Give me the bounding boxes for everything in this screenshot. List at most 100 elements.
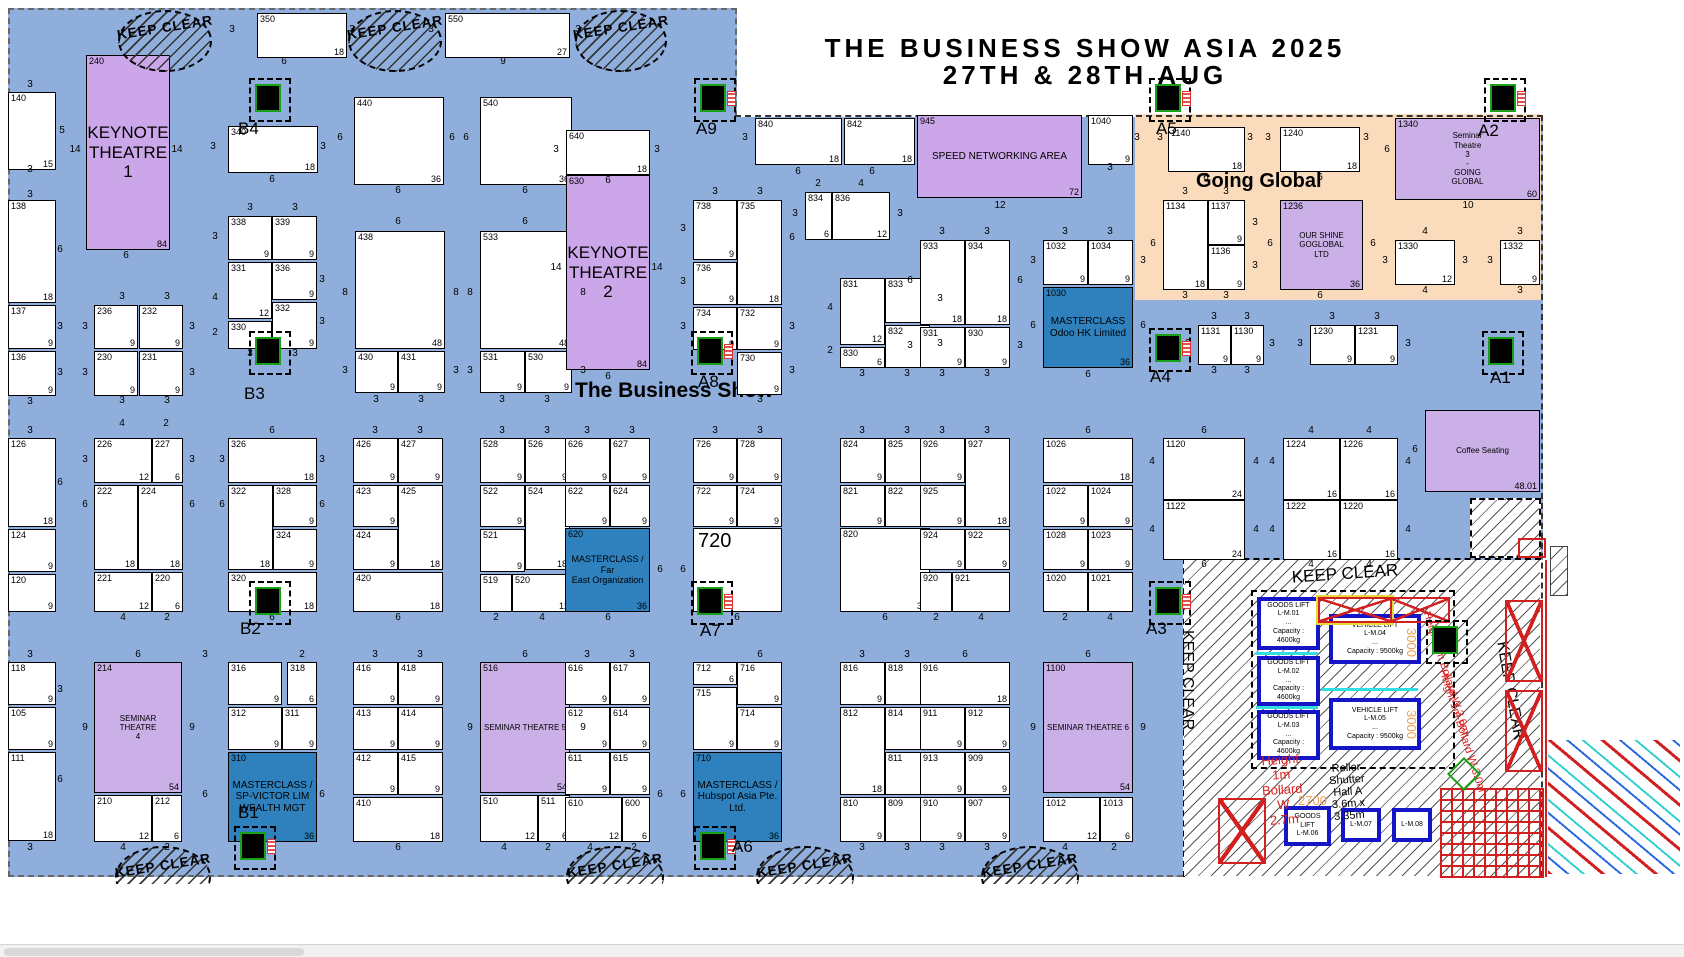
booth-area-value: 9 — [1124, 516, 1130, 526]
scrollbar-thumb[interactable] — [4, 948, 304, 956]
booth-area-value: 12 — [258, 308, 269, 318]
dimension-label: 6 — [1201, 559, 1207, 570]
booth-number: 212 — [155, 796, 171, 806]
dimension-label: 6 — [82, 499, 88, 510]
dimension-label: 3 — [1182, 186, 1188, 197]
dimension-label: 4 — [1062, 842, 1068, 853]
dimension-label: 4 — [1422, 285, 1428, 296]
booth-number: 615 — [613, 753, 629, 763]
dimension-label: 3 — [164, 395, 170, 406]
booth-area-value: 18 — [828, 154, 839, 164]
booth-area-value: 6 — [876, 357, 882, 367]
dimension-label: 3 — [1363, 132, 1369, 143]
dimension-label: 3 — [789, 321, 795, 332]
dimension-label: 6 — [1317, 172, 1323, 183]
booth-area-value: 18 — [636, 164, 647, 174]
dimension-label: 3 — [580, 365, 586, 376]
booth-number: 1136 — [1211, 246, 1231, 256]
entrance-marker-A7 — [691, 581, 733, 625]
booth-number: 1236 — [1283, 201, 1304, 211]
dimension-label: 4 — [1253, 456, 1259, 467]
booth-area-value: 9 — [1001, 831, 1007, 841]
booth-area-value: 18 — [951, 314, 962, 324]
goods-lift-1: GOODS LIFT L-M.01 ... Capacity : 4600kg — [1257, 597, 1320, 650]
bollard-note-27: Height 1m Bollard W 2.7m — [1260, 750, 1303, 828]
dimension-label: 3 — [1462, 255, 1468, 266]
dimension-label: 2 — [545, 842, 551, 853]
booth-438: 438 48 — [355, 231, 445, 349]
booth-area-value: 48 — [431, 338, 442, 348]
dimension-label: 6 — [1267, 238, 1273, 249]
booth-number: 945 — [920, 116, 936, 126]
dimension-label: 3 — [904, 368, 910, 379]
booth-area-value: 9 — [1079, 559, 1085, 569]
booth-number: 840 — [758, 119, 774, 129]
service-keep-clear-left: KEEP CLEAR — [1179, 630, 1196, 731]
dock-dim-2700: 2700 — [1298, 793, 1327, 808]
dimension-label: 3 — [712, 186, 718, 197]
booth-number: 318 — [290, 663, 306, 673]
marker-label-A2: A2 — [1478, 121, 1499, 140]
dimension-label: 3 — [629, 649, 635, 660]
booth-number: 526 — [528, 439, 544, 449]
goods-lift-2: GOODS LIFT L-M.02 ... Capacity : 4600kg — [1257, 656, 1320, 706]
booth-number: 920 — [923, 573, 939, 583]
booth-area-value: 9 — [389, 739, 395, 749]
booth-number: 640 — [569, 131, 585, 141]
dimension-label: 14 — [69, 144, 81, 155]
dimension-label: 3 — [1297, 338, 1303, 349]
booth-area-value: 18 — [429, 559, 440, 569]
horizontal-scrollbar[interactable] — [0, 944, 1684, 957]
booth-number: 410 — [356, 798, 372, 808]
booth-number: 907 — [968, 798, 984, 808]
booth-area-value: 9 — [728, 516, 734, 526]
booth-label: Seminar Theatre 3 - GOING GLOBAL — [1451, 131, 1484, 187]
dimension-label: 3 — [453, 365, 459, 376]
dimension-label: 3 — [119, 291, 125, 302]
booth-area-value: 18 — [304, 162, 315, 172]
dimension-label: 3 — [904, 649, 910, 660]
dimension-label: 2 — [299, 649, 305, 660]
booth-number: 1013 — [1103, 798, 1124, 808]
booth-area-value: 9 — [956, 784, 962, 794]
booth-number: 438 — [358, 232, 374, 242]
booth-number: 120 — [11, 575, 27, 585]
marker-label-A1: A1 — [1490, 368, 1511, 387]
dimension-label: 3 — [319, 316, 325, 327]
booth-area-value: 9 — [129, 338, 135, 348]
boundary-upper-right — [735, 115, 1543, 117]
floor-name-label: The Business Show — [575, 379, 774, 402]
entrance-marker-A6 — [694, 826, 736, 870]
booth-number: 316 — [231, 663, 247, 673]
marker-label-B2: B2 — [240, 619, 261, 638]
dimension-label: 3 — [212, 231, 218, 242]
dimension-label: 3 — [757, 425, 763, 436]
booth-area-value: 9 — [728, 249, 734, 259]
booth-number: 510 — [483, 796, 499, 806]
dimension-label: 4 — [1405, 524, 1411, 535]
booth-area-value: 84 — [156, 239, 167, 249]
booth-number: 227 — [155, 439, 171, 449]
booth-area-value: 9 — [129, 385, 135, 395]
marker-square — [255, 337, 281, 365]
marker-red-detail — [724, 344, 733, 359]
dimension-label: 3 — [544, 394, 550, 405]
dimension-label: 6 — [907, 275, 913, 286]
booth-number: 715 — [696, 688, 712, 698]
booth-number: 712 — [696, 663, 712, 673]
